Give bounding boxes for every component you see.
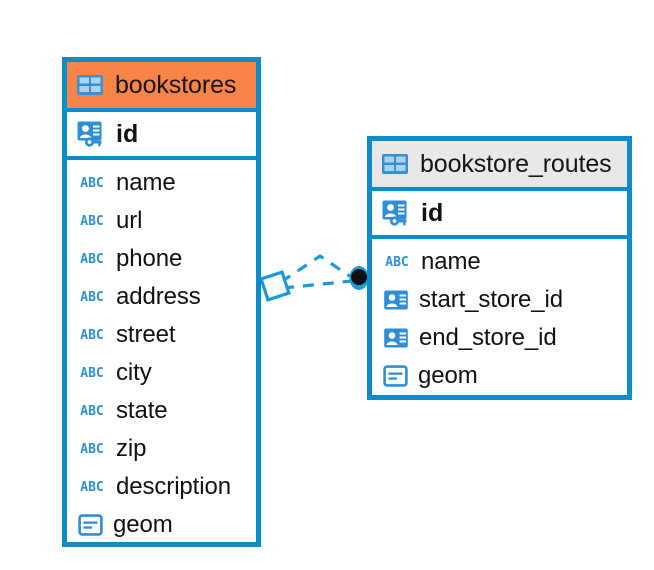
abc-icon: ABC bbox=[385, 254, 409, 270]
field-row-end-store-id[interactable]: end_store_id bbox=[372, 319, 627, 357]
abc-icon: ABC bbox=[80, 365, 104, 381]
field-label-state: state bbox=[116, 397, 168, 424]
field-row-url[interactable]: ABC url bbox=[67, 202, 256, 240]
entity-title-bookstores: bookstores bbox=[115, 70, 237, 99]
field-row-start-store-id[interactable]: start_store_id bbox=[372, 281, 627, 319]
field-label-zip: zip bbox=[116, 435, 147, 462]
field-label-address: address bbox=[116, 283, 201, 310]
field-list-bookstores: ABC name ABC url ABC phone AB bbox=[67, 160, 256, 544]
abc-icon: ABC bbox=[80, 479, 104, 495]
abc-icon: ABC bbox=[80, 213, 104, 229]
foreign-key-icon bbox=[383, 289, 409, 311]
field-label-name: name bbox=[421, 248, 481, 275]
field-row-primary-key[interactable]: id bbox=[67, 112, 256, 160]
entity-table-bookstore-routes[interactable]: bookstore_routes bbox=[367, 136, 632, 400]
field-label-start-store-id: start_store_id bbox=[419, 286, 564, 313]
field-label-primary-key: id bbox=[421, 198, 444, 227]
relationship-branch-upper bbox=[280, 254, 355, 284]
field-row-address[interactable]: ABC address bbox=[67, 278, 256, 316]
field-row-street[interactable]: ABC street bbox=[67, 316, 256, 354]
field-row-description[interactable]: ABC description bbox=[67, 468, 256, 506]
field-label-geom: geom bbox=[418, 362, 478, 389]
relationship-source-diamond-icon bbox=[259, 270, 291, 302]
entity-header-bookstores[interactable]: bookstores bbox=[67, 62, 256, 112]
field-label-geom: geom bbox=[113, 511, 173, 538]
foreign-key-icon bbox=[383, 327, 409, 349]
primary-key-icon bbox=[381, 198, 411, 228]
abc-icon: ABC bbox=[80, 289, 104, 305]
table-icon bbox=[381, 153, 409, 175]
geometry-icon bbox=[78, 514, 103, 536]
abc-icon: ABC bbox=[80, 441, 104, 457]
field-label-city: city bbox=[116, 359, 152, 386]
abc-icon: ABC bbox=[80, 327, 104, 343]
field-row-city[interactable]: ABC city bbox=[67, 354, 256, 392]
entity-table-bookstores[interactable]: bookstores id bbox=[62, 57, 261, 547]
field-label-name: name bbox=[116, 169, 176, 196]
relationship-branch-lower bbox=[282, 279, 353, 290]
field-list-bookstore-routes: ABC name start_store_id bbox=[372, 239, 627, 395]
field-row-state[interactable]: ABC state bbox=[67, 392, 256, 430]
field-row-zip[interactable]: ABC zip bbox=[67, 430, 256, 468]
primary-key-icon bbox=[76, 119, 106, 149]
field-label-url: url bbox=[116, 207, 143, 234]
field-label-end-store-id: end_store_id bbox=[419, 324, 557, 351]
field-row-name[interactable]: ABC name bbox=[67, 164, 256, 202]
abc-icon: ABC bbox=[80, 175, 104, 191]
entity-header-bookstore-routes[interactable]: bookstore_routes bbox=[372, 141, 627, 191]
field-row-phone[interactable]: ABC phone bbox=[67, 240, 256, 278]
field-label-phone: phone bbox=[116, 245, 183, 272]
field-label-primary-key: id bbox=[116, 119, 139, 148]
field-label-description: description bbox=[116, 473, 231, 500]
table-icon bbox=[76, 74, 104, 96]
field-row-primary-key[interactable]: id bbox=[372, 191, 627, 239]
abc-icon: ABC bbox=[80, 251, 104, 267]
entity-title-bookstore-routes: bookstore_routes bbox=[420, 149, 612, 178]
relationship-target-circle-icon bbox=[349, 266, 369, 290]
abc-icon: ABC bbox=[80, 403, 104, 419]
field-row-name[interactable]: ABC name bbox=[372, 243, 627, 281]
field-label-street: street bbox=[116, 321, 176, 348]
field-row-geom[interactable]: geom bbox=[372, 357, 627, 395]
geometry-icon bbox=[383, 365, 408, 387]
field-row-geom[interactable]: geom bbox=[67, 506, 256, 544]
